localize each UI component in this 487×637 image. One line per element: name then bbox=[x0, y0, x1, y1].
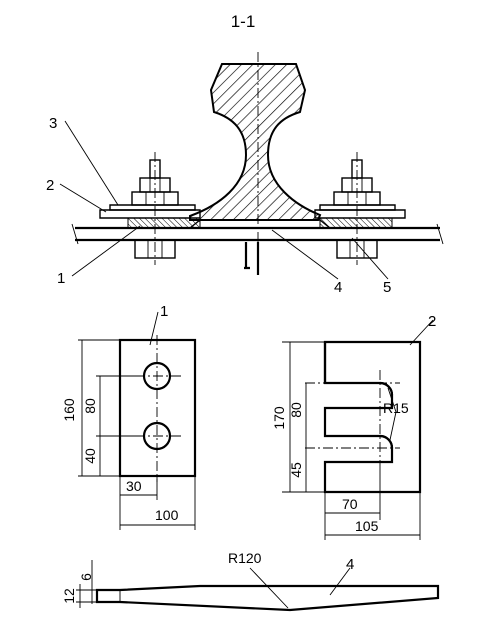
plate-1-dim-height: 160 bbox=[61, 398, 77, 422]
callout-1: 1 bbox=[57, 270, 65, 287]
section-title: 1-1 bbox=[231, 12, 256, 31]
pad-4-dim-radius: R120 bbox=[228, 550, 262, 566]
rubber-pad-left bbox=[127, 217, 201, 229]
plate-2-label: 2 bbox=[428, 313, 436, 330]
pad-4-view: R120 4 6 12 bbox=[61, 550, 440, 612]
plate-2-dim-width: 105 bbox=[355, 518, 379, 534]
pad-4-dim-thick: 12 bbox=[61, 588, 77, 604]
plate-1-outline bbox=[118, 338, 197, 478]
plate-2-dim-slot-depth: 70 bbox=[342, 496, 358, 512]
plate-1-view: 1 160 80 40 30 100 bbox=[61, 303, 197, 530]
callout-3: 3 bbox=[49, 115, 57, 132]
rubber-pad-right bbox=[319, 217, 393, 229]
right-bolt bbox=[333, 152, 381, 265]
plate-1-dim-edge: 40 bbox=[82, 448, 98, 464]
pad-4-dim-thin: 6 bbox=[78, 573, 94, 581]
pad-4-outline bbox=[95, 584, 440, 612]
plate-1-dim-edge-x: 30 bbox=[126, 478, 142, 494]
rail-profile bbox=[189, 63, 322, 221]
plate-2-dim-height: 170 bbox=[271, 406, 287, 430]
rail-section-view: 3 2 1 4 5 bbox=[46, 52, 444, 296]
plate-2-outline bbox=[323, 340, 422, 494]
plate-1-label: 1 bbox=[160, 303, 168, 320]
callout-5: 5 bbox=[383, 279, 391, 296]
callout-2: 2 bbox=[46, 177, 54, 194]
pad-4-label: 4 bbox=[346, 556, 354, 573]
plate-1-dim-spacing: 80 bbox=[82, 398, 98, 414]
plate-2-view: 2 170 80 45 70 105 R15 bbox=[271, 313, 436, 540]
plate-1-dim-width: 100 bbox=[155, 507, 179, 523]
wedge-pad bbox=[188, 219, 332, 229]
left-bolt bbox=[131, 152, 179, 265]
plate-2-dim-spacing: 80 bbox=[288, 402, 304, 418]
plate-2-dim-radius: R15 bbox=[383, 400, 409, 416]
plate-2-dim-edge: 45 bbox=[288, 462, 304, 478]
callout-4: 4 bbox=[334, 279, 342, 296]
